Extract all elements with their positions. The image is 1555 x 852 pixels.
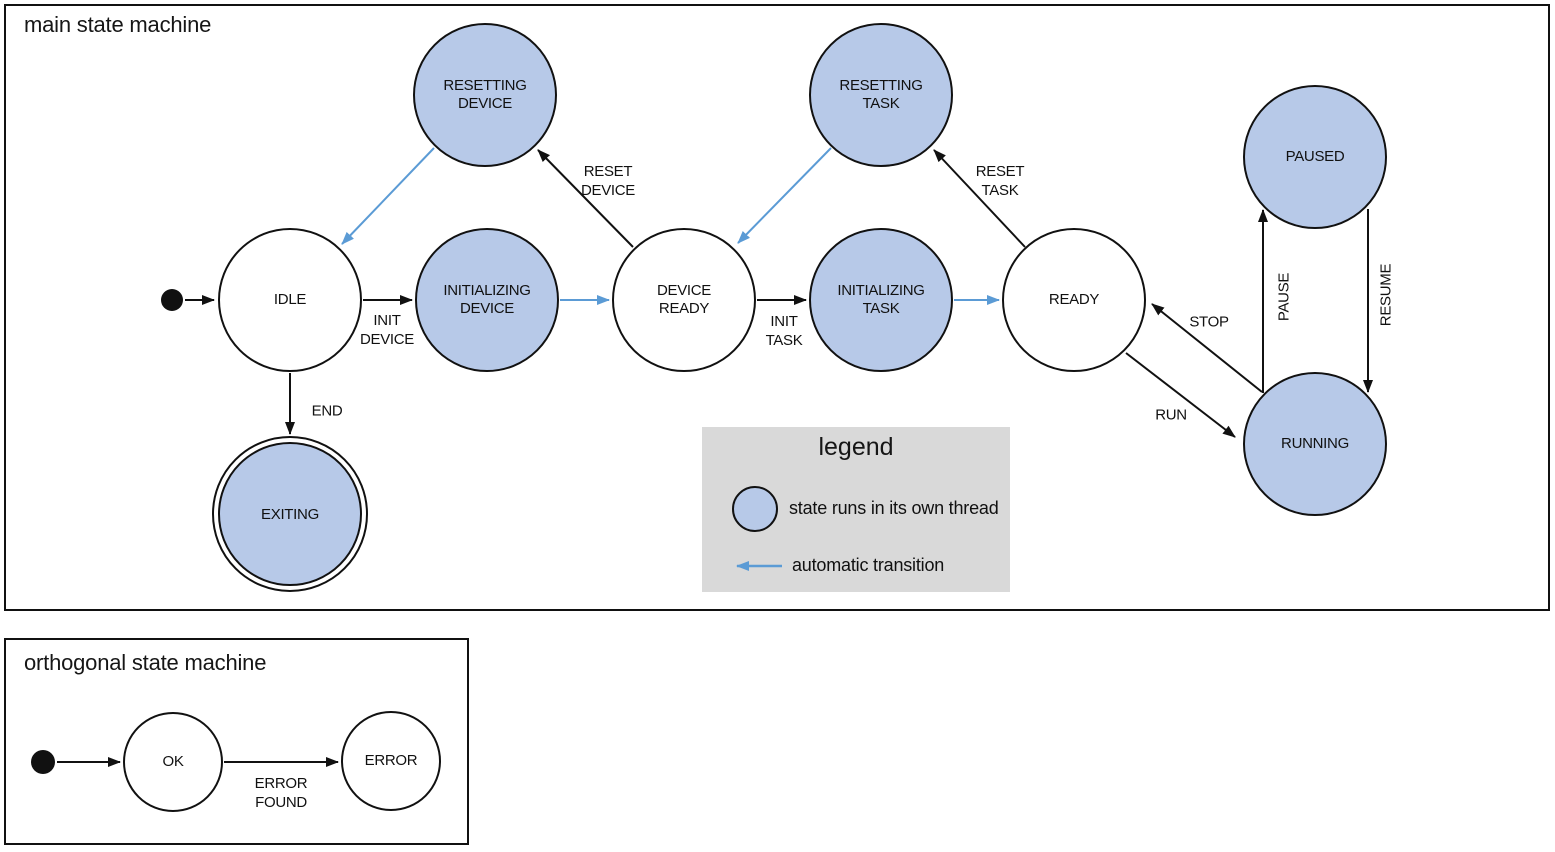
main-state-machine-title: main state machine [24, 12, 212, 37]
transition-label-reset-task: RESET TASK [975, 163, 1025, 199]
legend-box: legend state runs in its own thread auto… [702, 427, 1010, 592]
transition-label-resume: RESUME [1377, 263, 1395, 327]
legend-title: legend [818, 433, 894, 461]
transition-label-init-task: INIT TASK [765, 313, 803, 349]
state-ok: OK [123, 712, 223, 812]
transition-label-pause: PAUSE [1275, 272, 1293, 322]
transition-label-run: RUN [1155, 406, 1187, 424]
transition-label-end: END [311, 402, 343, 420]
transition-label-init-device: INIT DEVICE [359, 312, 415, 348]
state-device-ready: DEVICE READY [612, 228, 756, 372]
state-exiting: EXITING [218, 442, 362, 586]
state-running: RUNNING [1243, 372, 1387, 516]
state-paused: PAUSED [1243, 85, 1387, 229]
state-resetting-task: RESETTING TASK [809, 23, 953, 167]
transition-label-stop: STOP [1189, 313, 1229, 331]
legend-automatic-label: automatic transition [792, 555, 945, 575]
legend-threaded-label: state runs in its own thread [789, 498, 999, 518]
state-initializing-device: INITIALIZING DEVICE [415, 228, 559, 372]
threaded-state-icon [732, 486, 778, 532]
state-idle: IDLE [218, 228, 362, 372]
state-error: ERROR [341, 711, 441, 811]
orthogonal-state-machine-title: orthogonal state machine [24, 650, 267, 675]
state-ready: READY [1002, 228, 1146, 372]
transition-label-error-found: ERROR FOUND [254, 775, 308, 811]
state-resetting-device: RESETTING DEVICE [413, 23, 557, 167]
state-exiting-outer-ring: EXITING [212, 436, 368, 592]
state-initializing-task: INITIALIZING TASK [809, 228, 953, 372]
transition-label-reset-device: RESET DEVICE [580, 163, 636, 199]
